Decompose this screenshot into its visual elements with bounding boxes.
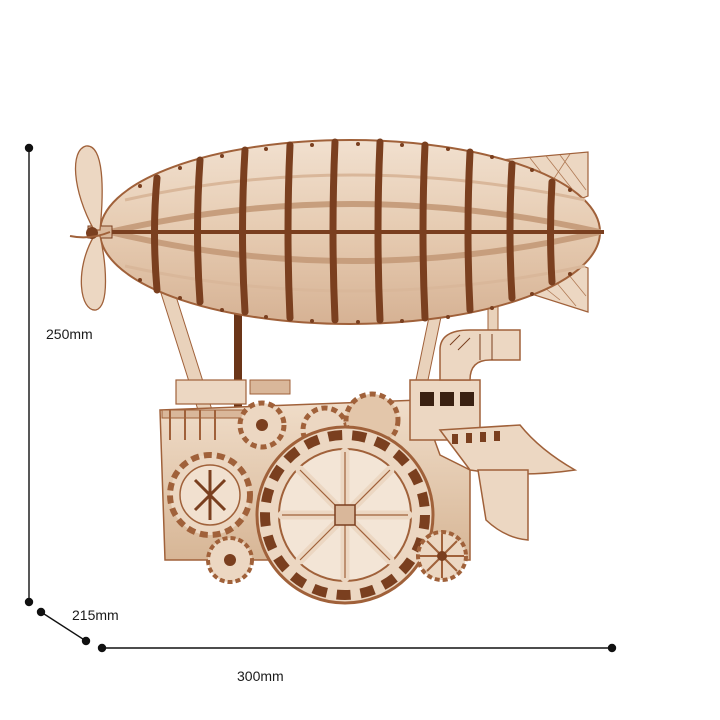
depth-dimension-label: 215mm (72, 607, 119, 623)
width-end-right (607, 643, 617, 653)
width-dimension-label: 300mm (237, 668, 284, 684)
propeller (69, 145, 113, 311)
depth-dimension-line (40, 611, 87, 642)
front-wheel (255, 425, 435, 605)
rear-wheels (206, 530, 468, 584)
airship-model (69, 138, 604, 605)
depth-end-right (81, 636, 91, 646)
gears (167, 391, 401, 538)
balloon-body (99, 138, 604, 325)
height-end-bottom (24, 597, 34, 607)
dimension-lines (24, 143, 617, 653)
rivet-holes (138, 142, 572, 324)
width-end-left (97, 643, 107, 653)
height-dimension-label: 250mm (46, 326, 93, 342)
height-end-top (24, 143, 34, 153)
depth-end-left (36, 607, 46, 617)
